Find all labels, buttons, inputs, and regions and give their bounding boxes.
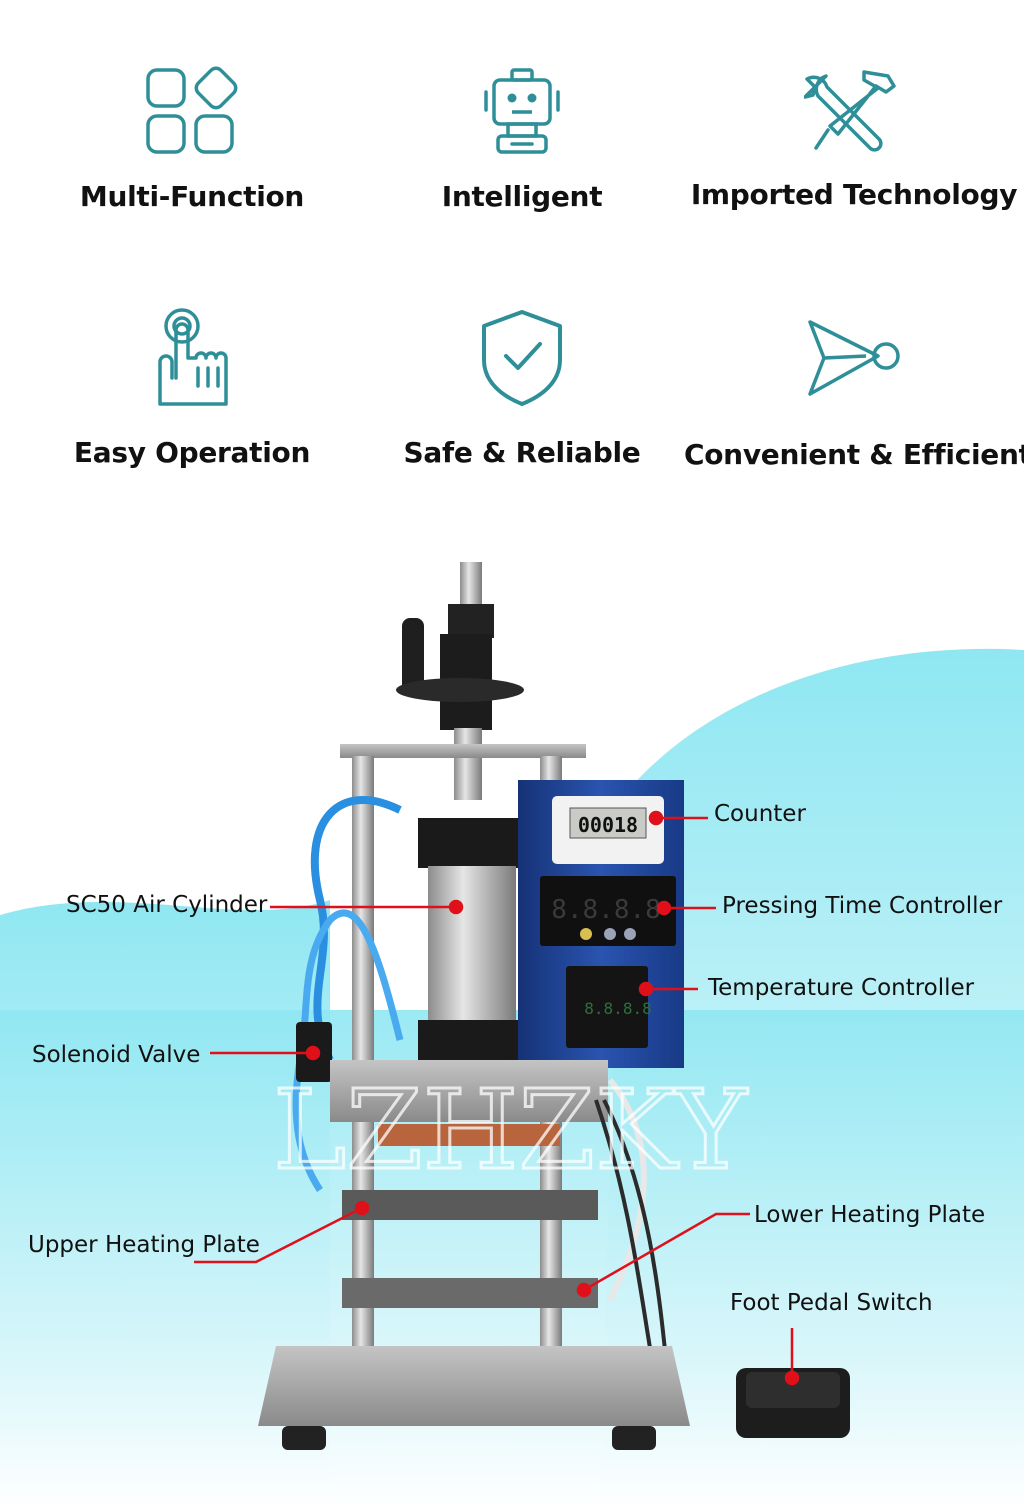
air-hose [310,796,402,1062]
top-disc [396,678,524,702]
cable [607,1078,647,1302]
adjust-knob [402,618,424,692]
leader-upper-plate [194,1206,363,1264]
feature-imported-technology: Imported Technology [684,62,1024,211]
timer-value: 8.8.8.8 [551,895,661,925]
copper-plate-upper [378,1124,560,1146]
feature-label: Safe & Reliable [403,436,641,469]
counter-value: 00018 [578,813,638,837]
temp-value: 8.8.8.8 [584,999,651,1018]
leader-dot [656,900,672,916]
callout-upper-plate: Upper Heating Plate [28,1232,260,1258]
feature-safe-reliable: Safe & Reliable [352,308,692,469]
touch-icon [158,308,228,406]
tools-icon [804,70,896,152]
leader-dot [448,899,464,915]
machine-illustration: 00018 8.8.8.8 8.8.8.8 LZHZKY [0,562,1024,1510]
leader-lower-plate [583,1212,750,1292]
cable [594,1099,654,1361]
callout-pressing-time: Pressing Time Controller [722,893,1003,919]
press-head [330,1060,608,1122]
leader-dot [784,1370,800,1386]
grid-icon [146,66,238,154]
upper-heating-plate [342,1190,598,1220]
piston-rod [454,728,482,800]
cylinder-cap-top [418,818,524,868]
column-left [352,756,374,1356]
leader-dot [638,981,654,997]
leader-dot [305,1045,321,1061]
timer-down-button[interactable] [624,928,636,940]
timer-up-button[interactable] [604,928,616,940]
feature-label: Multi-Function [79,180,305,213]
timer-panel [540,876,676,946]
feature-easy-operation: Easy Operation [22,308,362,469]
air-hose [292,909,404,1192]
feature-grid: Multi-Function Intelligent [0,0,1024,520]
timer-set-button[interactable] [580,928,592,940]
robot-icon [484,68,560,154]
send-icon [808,320,900,396]
feature-intelligent: Intelligent [352,62,692,213]
foot-pedal-top [746,1372,840,1408]
leader-dot [576,1282,592,1298]
temperature-panel [566,966,648,1048]
feature-label: Convenient & Efficient [684,438,1024,471]
feature-multi-function: Multi-Function [22,62,362,213]
top-nut [448,604,494,638]
callout-temperature: Temperature Controller [708,975,975,1001]
watermark: LZHZKY [273,1066,748,1194]
leader-dot [648,810,664,826]
product-diagram: 00018 8.8.8.8 8.8.8.8 LZHZKY [0,520,1024,1510]
machine-base [258,1346,690,1426]
callout-foot-pedal: Foot Pedal Switch [730,1290,933,1316]
feature-label: Intelligent [441,180,603,213]
lower-heating-plate [342,1278,598,1308]
top-frame [340,744,586,758]
cylinder-body [428,866,516,1026]
shield-check-icon [482,310,562,406]
callout-solenoid: Solenoid Valve [32,1042,201,1068]
callout-air-cylinder: SC50 Air Cylinder [66,892,268,918]
callout-counter: Counter [714,801,806,827]
feature-label: Easy Operation [73,436,311,469]
callout-lower-plate: Lower Heating Plate [754,1202,986,1228]
feature-label: Imported Technology [690,178,1018,211]
base-foot [282,1426,326,1450]
base-foot [612,1426,656,1450]
counter-screen [569,807,647,839]
leader-dot [354,1200,370,1216]
feature-convenient-efficient: Convenient & Efficient [684,308,1024,471]
